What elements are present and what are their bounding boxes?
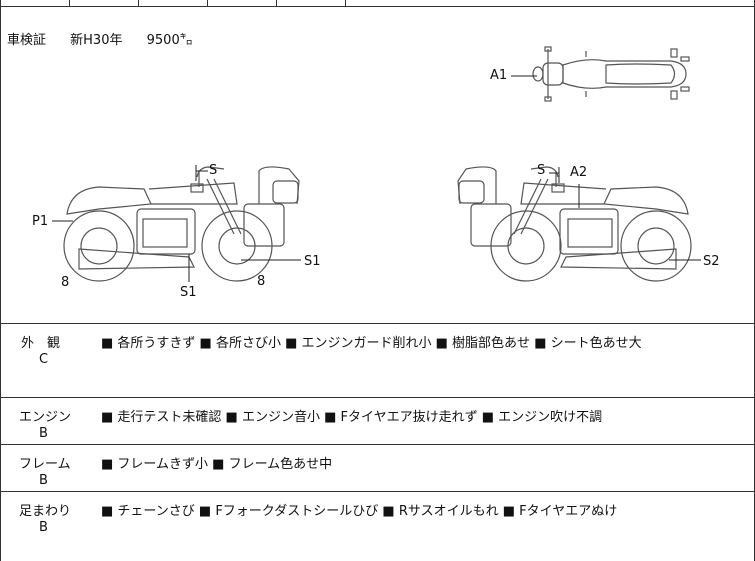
leader-s-right bbox=[549, 167, 560, 183]
condition-grade: B bbox=[39, 520, 48, 535]
shaken-line: 車検証 新H30年 9500㌔ bbox=[7, 29, 213, 48]
condition-grade: B bbox=[39, 473, 48, 488]
top-cell bbox=[277, 0, 346, 6]
damage-diagram-area: 車検証 新H30年 9500㌔ A1 bbox=[1, 7, 754, 324]
motorcycle-left-view bbox=[63, 166, 300, 282]
top-cell bbox=[208, 0, 277, 6]
condition-notes: ■ チェーンさび ■ Fフォークダストシールひび ■ Rサスオイルもれ ■ Fタ… bbox=[101, 504, 618, 519]
label-s-left: S bbox=[209, 163, 218, 178]
condition-category: 足まわり bbox=[19, 504, 72, 519]
leader-a1 bbox=[511, 75, 537, 77]
label-a1: A1 bbox=[490, 68, 508, 83]
condition-row-exterior: 外 観 C ■ 各所うすきず ■ 各所さび小 ■ エンジンガード削れ小 ■ 樹脂… bbox=[1, 324, 754, 398]
leader-s-left bbox=[195, 165, 208, 181]
condition-grade: B bbox=[39, 426, 48, 441]
condition-category: 外 観 bbox=[21, 336, 61, 351]
motorcycle-top-view bbox=[532, 46, 690, 102]
label-s1-rear: S1 bbox=[304, 254, 321, 269]
leader-p1 bbox=[52, 220, 73, 222]
label-8-rear: 8 bbox=[257, 274, 266, 289]
condition-notes: ■ フレームきず小 ■ フレーム色あせ中 bbox=[101, 457, 333, 472]
shaken-label: 車検証 bbox=[7, 33, 47, 48]
label-s-right: S bbox=[537, 163, 546, 178]
label-s1-bottom: S1 bbox=[180, 285, 197, 300]
shaken-date: 新H30年 bbox=[70, 33, 123, 48]
condition-row-engine: エンジン B ■ 走行テスト未確認 ■ エンジン音小 ■ Fタイヤエア抜け走れず… bbox=[1, 398, 754, 445]
label-s2: S2 bbox=[703, 254, 720, 269]
label-8-front: 8 bbox=[61, 275, 70, 290]
mileage: 9500㌔ bbox=[146, 33, 193, 48]
motorcycle-right-view bbox=[457, 166, 692, 282]
condition-grade: C bbox=[39, 352, 49, 367]
condition-row-suspension: 足まわり B ■ チェーンさび ■ Fフォークダストシールひび ■ Rサスオイル… bbox=[1, 492, 754, 561]
leader-s2 bbox=[669, 259, 701, 261]
label-a2: A2 bbox=[570, 165, 588, 180]
leader-s1-bottom bbox=[188, 254, 190, 282]
leader-s1-rear bbox=[241, 259, 301, 261]
label-p1: P1 bbox=[32, 214, 49, 229]
top-cell bbox=[70, 0, 139, 6]
leader-a2 bbox=[578, 184, 580, 208]
condition-row-frame: フレーム B ■ フレームきず小 ■ フレーム色あせ中 bbox=[1, 445, 754, 492]
top-cell bbox=[1, 0, 70, 6]
condition-category: エンジン bbox=[19, 410, 72, 425]
top-table-strip bbox=[1, 0, 754, 7]
top-cell bbox=[139, 0, 208, 6]
condition-category: フレーム bbox=[19, 457, 71, 472]
condition-notes: ■ 走行テスト未確認 ■ エンジン音小 ■ Fタイヤエア抜け走れず ■ エンジン… bbox=[101, 410, 603, 425]
condition-notes: ■ 各所うすきず ■ 各所さび小 ■ エンジンガード削れ小 ■ 樹脂部色あせ ■… bbox=[101, 336, 642, 351]
